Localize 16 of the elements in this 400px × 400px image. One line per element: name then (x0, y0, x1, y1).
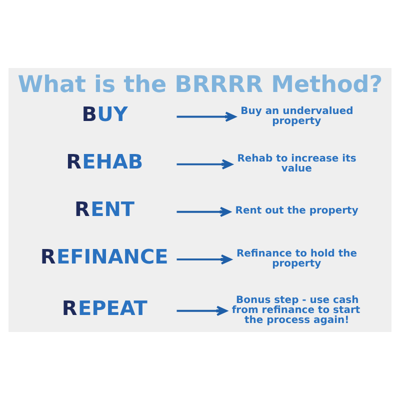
node-text: BUY (82, 102, 128, 126)
node-text: Bonus step - use cash from refinance to start the process again! (232, 295, 360, 326)
node-text: RENT (74, 196, 135, 221)
node-text: REHAB (66, 149, 144, 174)
node-text: REFINANCE (40, 244, 168, 269)
node-text: Refinance to hold the property (236, 248, 358, 270)
node-text: REPEAT (62, 296, 148, 320)
arrow (176, 159, 233, 170)
arrow (176, 254, 232, 265)
arrow (176, 206, 231, 217)
arrow (176, 306, 228, 316)
node-text: Buy an undervalued property (240, 106, 354, 127)
node-text: Rehab to increase its value (237, 154, 356, 175)
node-text: Rent out the property (235, 206, 358, 217)
arrow (176, 112, 236, 122)
diagram-title: What is the BRRRR Method? (18, 72, 383, 98)
